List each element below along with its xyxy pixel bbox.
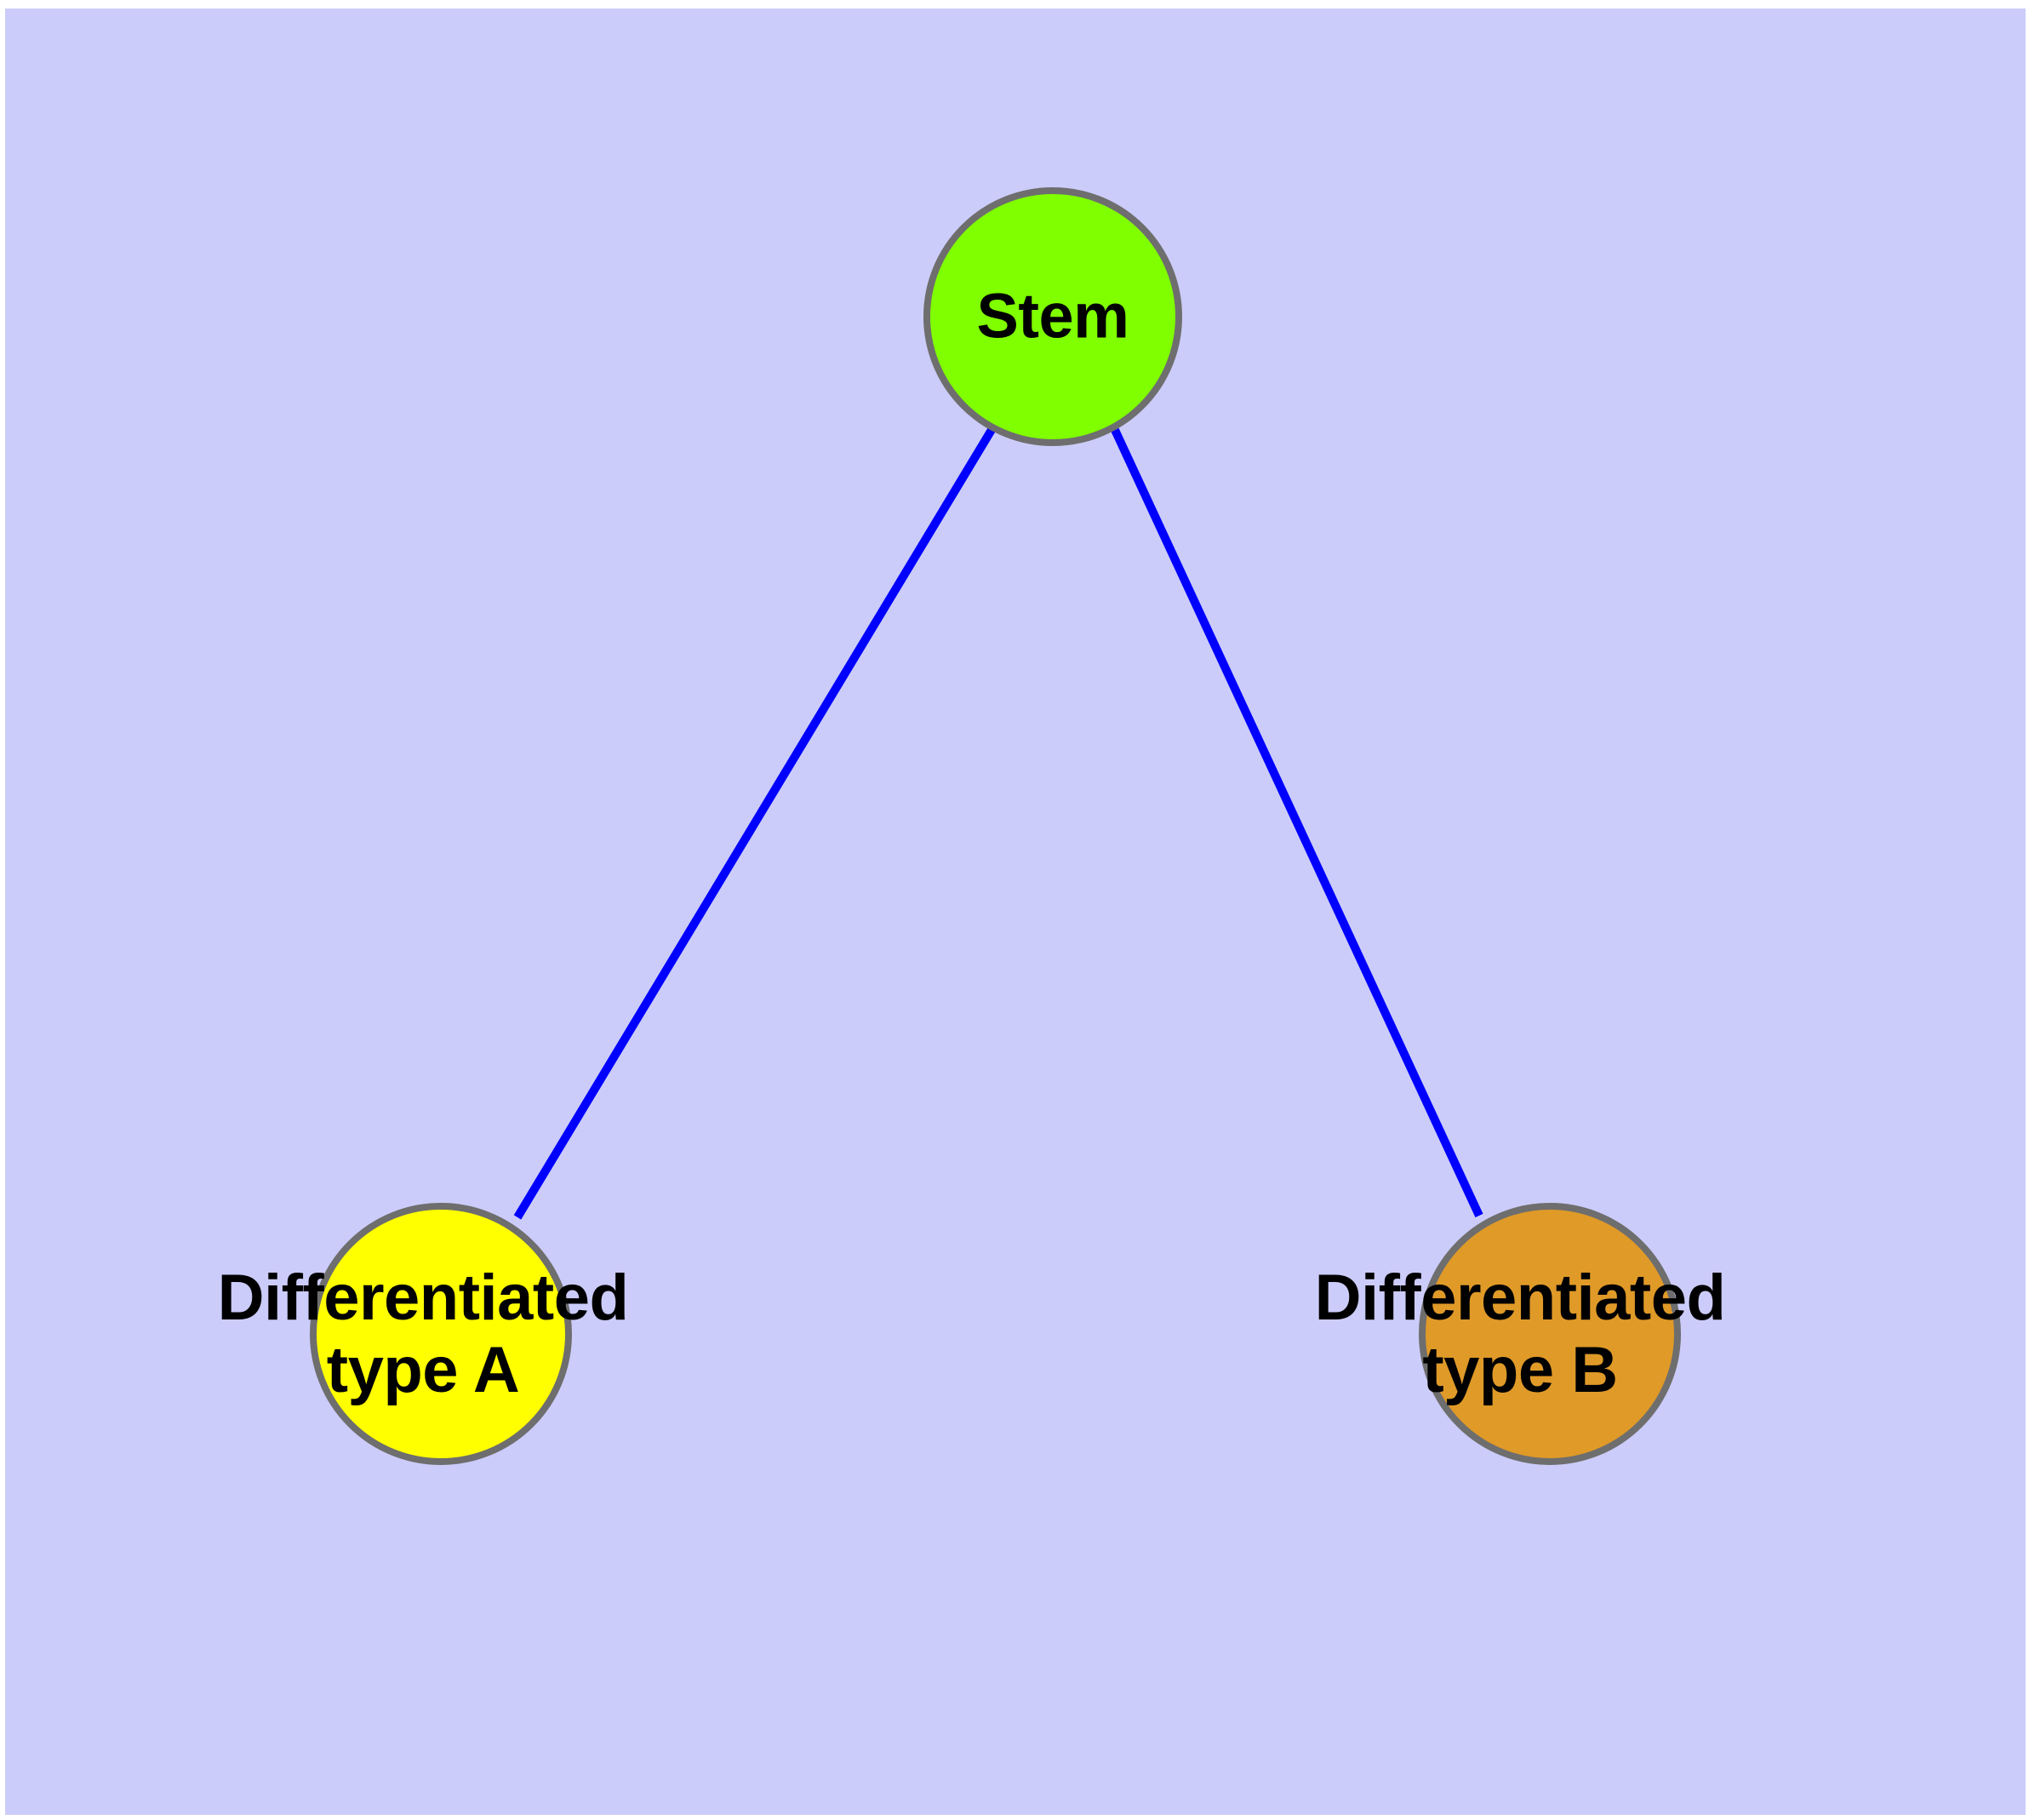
node-circle-diff-b[interactable] — [1419, 1203, 1681, 1465]
node-layer — [310, 187, 1681, 1465]
node-circle-diff-a[interactable] — [310, 1203, 572, 1465]
node-circle-stem[interactable] — [923, 187, 1182, 446]
edge-layer — [513, 427, 1483, 1220]
edge-stem-to-diff-a — [513, 427, 996, 1220]
edge-stem-to-diff-b — [1111, 427, 1483, 1218]
